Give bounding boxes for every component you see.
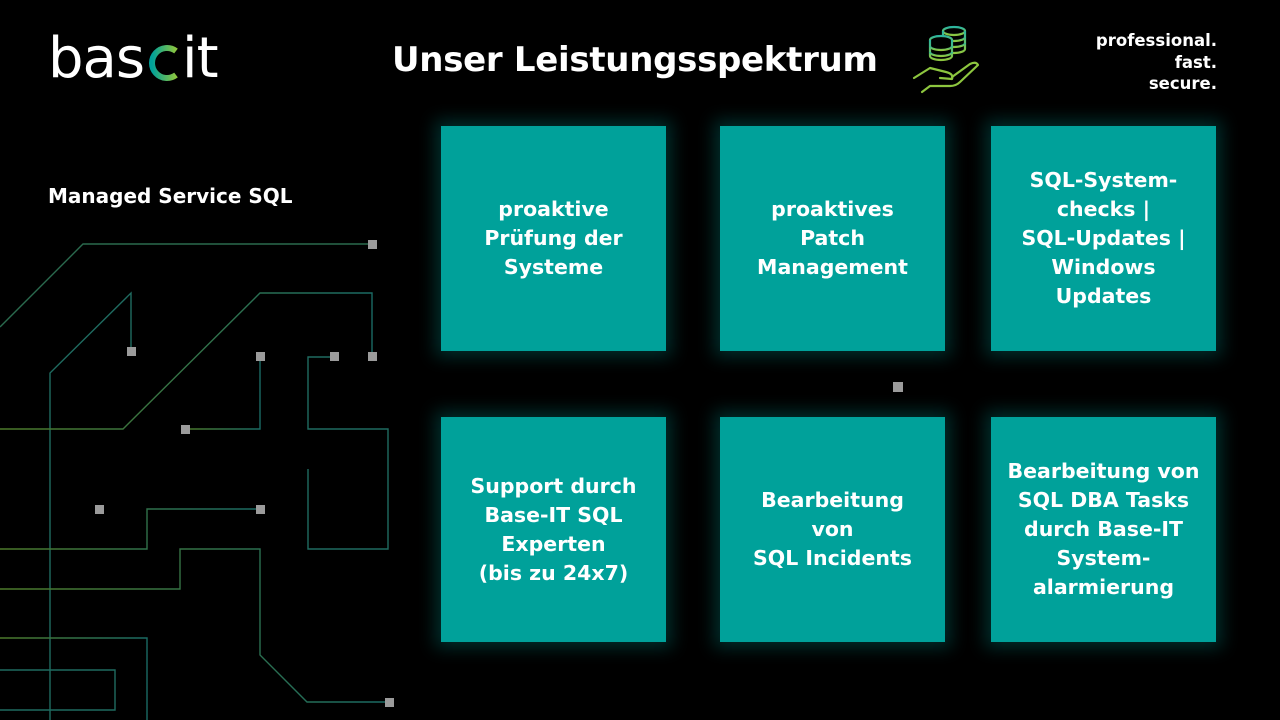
service-tile-text: SQL-System- checks | SQL-Updates | Windo…: [1021, 168, 1186, 308]
service-tile-text: Bearbeitung von SQL DBA Tasks durch Base…: [1007, 459, 1200, 599]
logo-text-right: it: [182, 26, 219, 91]
circuit-line: [0, 637, 148, 720]
circuit-node: [95, 505, 104, 514]
service-tile-text: proaktives Patch Management: [757, 197, 908, 279]
tagline: professional. fast. secure.: [1096, 30, 1217, 95]
service-tile: Bearbeitung von SQL Incidents: [720, 417, 945, 642]
circuit-line: [307, 356, 389, 550]
tagline-line: professional.: [1095, 31, 1217, 50]
circuit-line: [0, 292, 373, 430]
circuit-node: [256, 505, 265, 514]
logo-e-icon: [149, 45, 181, 81]
circuit-line: [0, 243, 372, 328]
section-subtitle: Managed Service SQL: [48, 184, 293, 208]
circuit-node: [256, 352, 265, 361]
service-tile: proaktive Prüfung der Systeme: [441, 126, 666, 351]
circuit-line: [185, 356, 261, 430]
circuit-node: [385, 698, 394, 707]
service-tile: Bearbeitung von SQL DBA Tasks durch Base…: [991, 417, 1216, 642]
service-tile-text: Bearbeitung von SQL Incidents: [753, 488, 912, 570]
logo-text-left: bas: [48, 26, 145, 91]
circuit-line: [0, 508, 260, 550]
circuit-node: [893, 382, 903, 392]
circuit-line: [49, 291, 132, 720]
circuit-line: [0, 669, 116, 711]
circuit-node: [181, 425, 190, 434]
circuit-node: [368, 240, 377, 249]
service-tile: SQL-System- checks | SQL-Updates | Windo…: [991, 126, 1216, 351]
service-tile-text: Support durch Base-IT SQL Experten (bis …: [470, 473, 637, 585]
logo: bas it: [48, 26, 219, 91]
service-tile: proaktives Patch Management: [720, 126, 945, 351]
tagline-line: secure.: [1148, 74, 1217, 93]
circuit-node: [127, 347, 136, 356]
service-tile-text: proaktive Prüfung der Systeme: [484, 197, 623, 279]
service-tile: Support durch Base-IT SQL Experten (bis …: [441, 417, 666, 642]
circuit-line: [0, 548, 389, 703]
hand-holding-coins-icon: [912, 25, 980, 94]
tagline-line: fast.: [1174, 52, 1217, 72]
circuit-node: [368, 352, 377, 361]
page-title: Unser Leistungsspektrum: [392, 40, 878, 80]
circuit-node: [330, 352, 339, 361]
